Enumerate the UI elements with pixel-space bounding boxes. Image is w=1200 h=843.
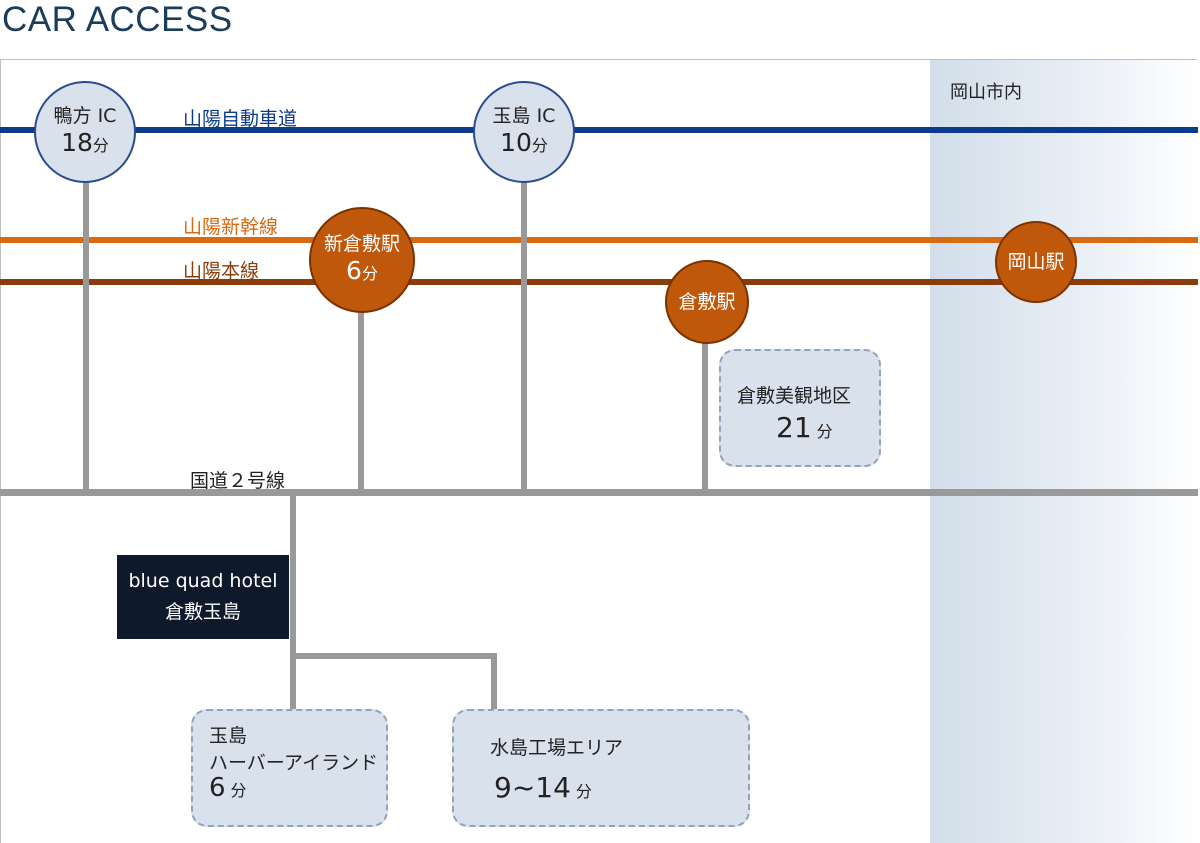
hotel-location: 倉敷玉島: [164, 601, 241, 623]
shinkansen-label: 山陽新幹線: [183, 216, 279, 238]
kamogata-ic-node: 鴨方 IC 18分: [34, 81, 136, 183]
route2-line: [0, 489, 1198, 496]
bikan-area-unit: 分: [816, 422, 833, 441]
main-line-label: 山陽本線: [183, 260, 260, 282]
mizushima-factory-time: 9~14: [494, 771, 571, 804]
tamashima-ic-time: 10: [500, 127, 532, 157]
harbor-island-time: 6: [209, 773, 226, 803]
connector-kamogata: [83, 180, 89, 493]
route2-label: 国道２号線: [190, 470, 286, 492]
harbor-island-line1: 玉島: [209, 725, 248, 747]
shinkansen-line: [0, 237, 1198, 243]
shinkurashiki-station-time: 6: [346, 255, 362, 285]
harbor-island-unit: 分: [230, 781, 247, 800]
mizushima-factory-name: 水島工場エリア: [490, 737, 624, 759]
okayama-station-node: 岡山駅: [995, 221, 1077, 303]
harbor-island-line2: ハーバーアイランド: [209, 752, 379, 774]
tamashima-ic-node: 玉島 IC 10分: [473, 81, 575, 183]
connector-tamashima-ic: [521, 180, 527, 493]
expressway-label: 山陽自動車道: [183, 108, 298, 130]
hotel-label: blue quad hotel 倉敷玉島: [117, 555, 289, 639]
okayama-city-area: [930, 60, 1198, 843]
connector-mizushima: [491, 653, 497, 713]
kamogata-ic-name: 鴨方 IC: [53, 104, 117, 127]
kurashiki-station-node: 倉敷駅: [665, 260, 749, 344]
kamogata-ic-unit: 分: [92, 135, 109, 155]
page-title: CAR ACCESS: [2, 0, 233, 39]
shinkurashiki-station-node: 新倉敷駅 6分: [309, 207, 415, 313]
shinkurashiki-station-unit: 分: [361, 263, 378, 283]
connector-kurashiki: [702, 340, 708, 493]
bikan-area-time: 21: [776, 411, 812, 444]
expressway-line: [0, 127, 1198, 133]
connector-branch: [290, 653, 497, 659]
connector-hotel: [290, 494, 296, 714]
kurashiki-station-name: 倉敷駅: [678, 291, 736, 313]
okayama-station-name: 岡山駅: [1007, 251, 1065, 273]
connector-shinkurashiki: [358, 312, 364, 493]
bikan-area-name: 倉敷美観地区: [737, 385, 852, 407]
tamashima-ic-name: 玉島 IC: [492, 104, 556, 127]
okayama-city-label: 岡山市内: [950, 82, 1022, 103]
mizushima-factory-unit: 分: [575, 782, 592, 801]
tamashima-ic-unit: 分: [531, 135, 548, 155]
kamogata-ic-time: 18: [61, 127, 93, 157]
main-line: [0, 279, 1198, 285]
hotel-name: blue quad hotel: [128, 570, 278, 592]
shinkurashiki-station-name: 新倉敷駅: [323, 232, 400, 255]
